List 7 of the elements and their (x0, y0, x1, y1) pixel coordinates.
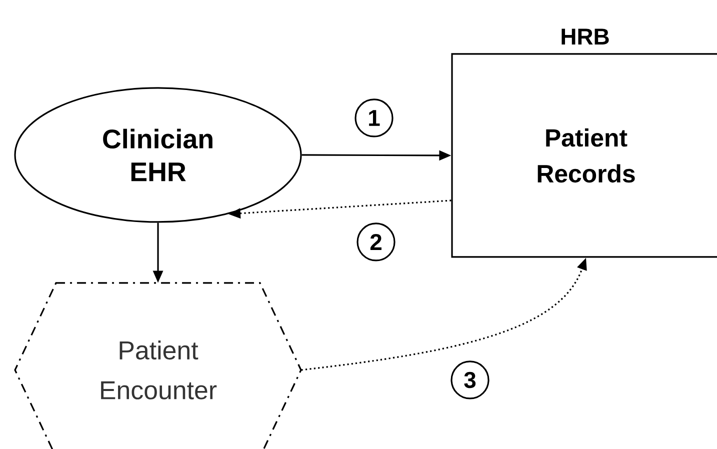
circled-number: 1 (354, 98, 394, 138)
circled-number: 3 (450, 360, 490, 400)
ellipse-node: Clinician EHR (14, 87, 302, 223)
circled-number: 2 (356, 222, 396, 262)
node-label: HRB (562, 28, 609, 44)
process-box: HRB Patient Records (451, 28, 717, 258)
hexagon-node: Patient Encounter (14, 282, 302, 449)
